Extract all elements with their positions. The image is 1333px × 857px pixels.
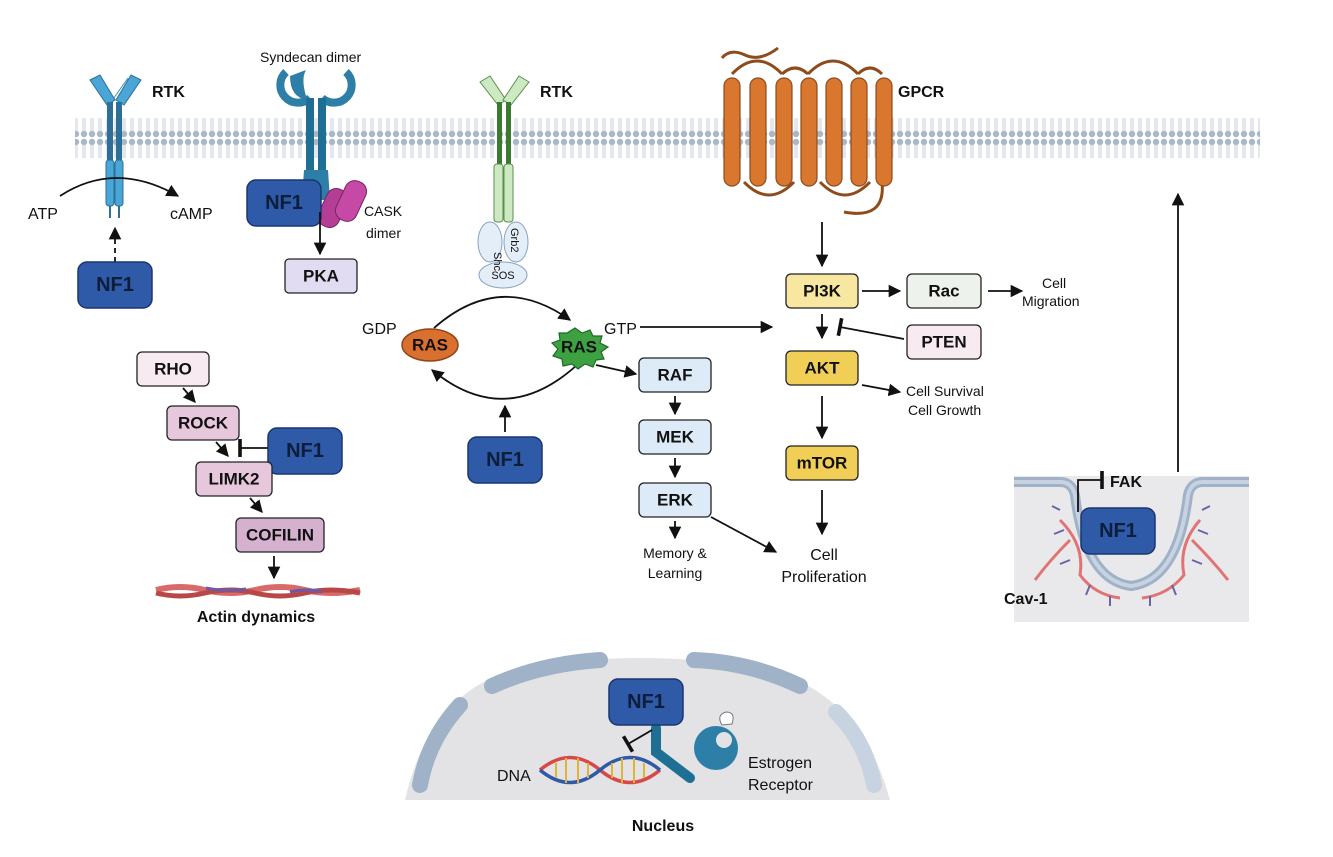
gpcr-receptor [720,46,893,215]
shc-grb2-sos-complex [477,221,529,289]
nf1-rock-label: NF1 [286,440,324,462]
memory-label-2: Learning [648,565,703,581]
pten-inhibition [836,317,905,340]
limk2-label: LIMK2 [209,470,260,489]
nucleus [405,652,890,800]
cofilin-node: COFILIN [235,517,325,553]
actin-filament [155,584,361,599]
nf1-rock-node: NF1 [267,427,343,475]
cell-growth-label: Cell Growth [908,402,981,418]
nf1-syndecan-label: NF1 [265,192,303,214]
mtor-label: mTOR [797,454,848,473]
rtk-receptor-left [89,74,142,218]
nf1-cav-label: NF1 [1099,520,1137,542]
rac-label: Rac [928,282,959,301]
rtk-middle-label: RTK [540,84,573,101]
erk-proliferation-arrow [710,516,778,553]
cell-membrane [75,117,1260,163]
rtk-left-label: RTK [152,84,185,101]
estrogen-label-2: Receptor [748,777,814,794]
sos-label: SOS [491,270,514,282]
erk-node: ERK [638,482,712,518]
raf-node: RAF [638,357,712,393]
gpcr-label: GPCR [898,84,945,101]
limk2-node: LIMK2 [195,461,273,497]
ras-gtp-label: RAS [561,338,597,357]
raf-label: RAF [658,366,693,385]
estrogen-receptor [651,711,738,783]
grb2-label: Grb2 [508,228,520,252]
cell-survival-label: Cell Survival [906,383,984,399]
actin-label: Actin dynamics [197,609,315,626]
rho-label: RHO [154,360,192,379]
proliferation-label-2: Proliferation [781,569,866,586]
rock-label: ROCK [178,414,229,433]
atp-label: ATP [28,206,58,223]
akt-node: AKT [785,350,859,386]
cofilin-label: COFILIN [246,526,314,545]
nf1-rtk-node: NF1 [77,261,153,309]
ras-to-raf-arrow [595,364,638,378]
pi3k-node: PI3K [785,273,859,309]
ras-gtp-node [550,327,610,370]
nf1-nucleus-label: NF1 [627,691,665,713]
pten-node: PTEN [906,324,982,360]
pka-node: PKA [284,258,358,294]
nucleus-label: Nucleus [632,818,694,835]
rock-node: ROCK [166,405,240,441]
gdp-to-gtp-arrow [433,295,572,329]
pten-label: PTEN [921,333,966,352]
nf1-ras-label: NF1 [486,449,524,471]
shc-label: Shc [491,252,503,271]
camp-label: cAMP [170,206,213,223]
nf1-nucleus-node: NF1 [608,678,684,726]
pka-label: PKA [303,267,339,286]
atp-camp-arrow [59,177,180,197]
nf1-ras-node: NF1 [467,436,543,484]
gdp-label: GDP [362,321,397,338]
migration-label-2: Migration [1022,293,1080,309]
estrogen-label-1: Estrogen [748,755,812,772]
rock-limk2-arrow [215,441,229,457]
dna-label: DNA [497,768,531,785]
ras-gdp-label: RAS [412,336,448,355]
syndecan-label: Syndecan dimer [260,49,362,65]
mek-node: MEK [638,419,712,455]
mtor-node: mTOR [785,445,859,481]
akt-survival-arrow [861,383,902,397]
fak-label: FAK [1110,474,1142,491]
cask-dimer [317,180,368,228]
mek-label: MEK [656,428,695,447]
akt-label: AKT [805,359,841,378]
cask-label-1: CASK [364,203,403,219]
cav1-label: Cav-1 [1004,591,1048,608]
nf1-dna-inhibition [621,729,653,753]
cask-label-2: dimer [366,225,401,241]
ras-gdp-node [401,328,459,362]
rho-node: RHO [136,351,210,387]
migration-label-1: Cell [1042,275,1066,291]
nf1-rtk-label: NF1 [96,274,134,296]
erk-label: ERK [657,491,694,510]
gtp-label: GTP [604,321,637,338]
gtp-to-gdp-arrow [431,364,578,400]
nf1-syndecan-node: NF1 [246,179,322,227]
dna-helix [538,755,662,785]
pi3k-label: PI3K [803,282,842,301]
proliferation-label-1: Cell [810,547,838,564]
rho-rock-arrow [182,387,196,403]
rac-node: Rac [906,273,982,309]
limk2-cofilin-arrow [249,497,263,513]
nf1-fak-inhibition [1077,471,1104,512]
rtk-receptor-middle [479,75,530,223]
nf1-cav-node: NF1 [1080,507,1156,555]
memory-label-1: Memory & [643,545,707,561]
